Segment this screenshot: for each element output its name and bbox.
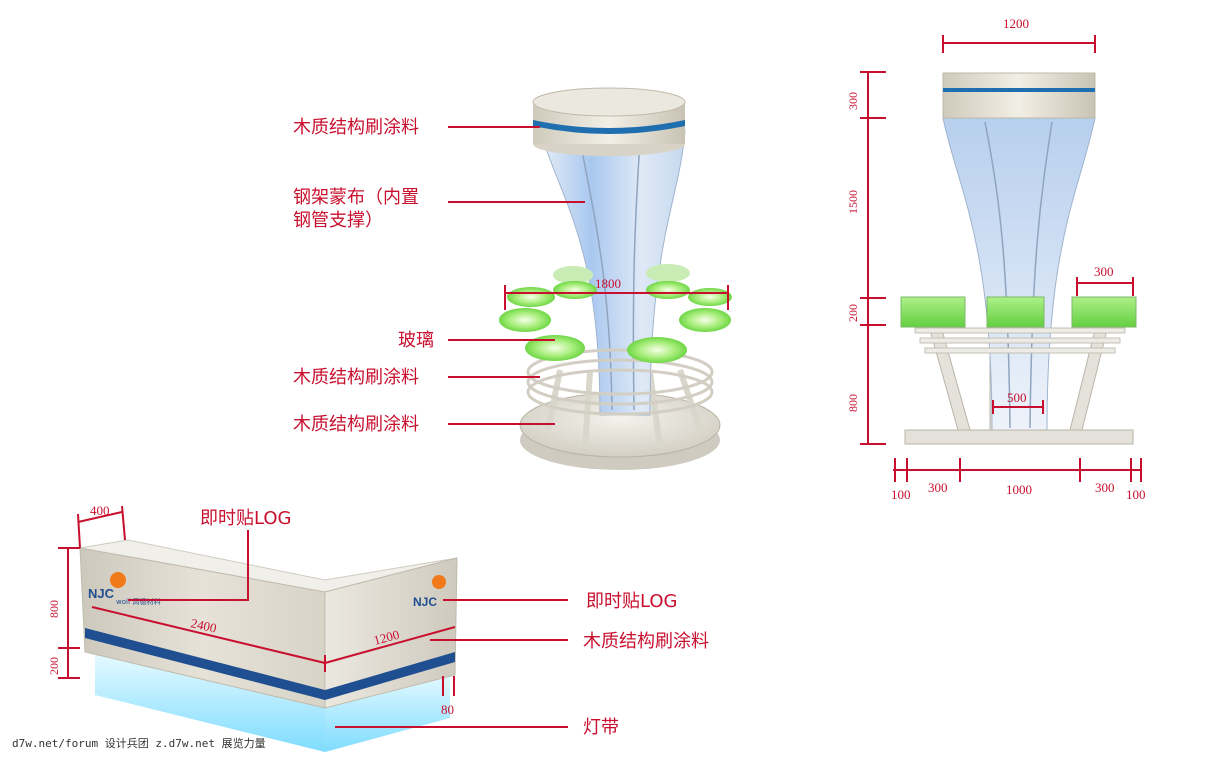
elevation-bottom-4: 300 xyxy=(1095,480,1115,495)
counter-length: 2400 xyxy=(189,615,218,635)
elevation-column-dimension xyxy=(992,400,1044,414)
callout-band-material: 木质结构刷涂料 xyxy=(583,631,709,652)
elevation-body xyxy=(942,117,1096,431)
logo-text: NJC xyxy=(88,586,115,601)
callout-base-material: 木质结构刷涂料 xyxy=(293,414,419,435)
counter-callouts: 即时贴LOG 即时贴LOG 木质结构刷涂料 灯带 xyxy=(128,508,709,738)
tower-rings xyxy=(526,348,714,416)
elevation-table-width: 300 xyxy=(1094,264,1114,279)
tower-legs xyxy=(545,369,703,449)
logo-sun-icon xyxy=(432,575,446,589)
elevation-leg-height: 800 xyxy=(846,394,860,412)
tower-callouts: 木质结构刷涂料 钢架蒙布（内置 钢管支撑） 玻璃 木质结构刷涂料 木质结构刷涂料 xyxy=(293,117,585,435)
counter-side-logo: NJC xyxy=(413,575,446,609)
counter-inset: 80 xyxy=(441,702,454,717)
tower-width-dimension xyxy=(504,285,729,310)
elevation-bottom-1: 100 xyxy=(891,487,911,502)
tower-elevation: 1200 300 1500 200 800 300 500 xyxy=(846,16,1146,502)
elevation-cap-height: 300 xyxy=(846,92,860,110)
tower-cap-top xyxy=(532,87,686,117)
elevation-bottom-3: 1000 xyxy=(1006,482,1032,497)
logo-text: NJC xyxy=(413,595,437,609)
elevation-table-height: 200 xyxy=(846,304,860,322)
elevation-base xyxy=(904,429,1134,445)
callout-logo-side: 即时贴LOG xyxy=(586,591,678,612)
callout-light-strip: 灯带 xyxy=(583,717,619,738)
counter-depth: 400 xyxy=(90,503,110,518)
elevation-column-width: 500 xyxy=(1007,390,1027,405)
elevation-top-width: 1200 xyxy=(1003,16,1029,31)
callout-glass: 玻璃 xyxy=(398,330,434,351)
elevation-ribs xyxy=(984,121,1053,429)
counter-height-lower: 200 xyxy=(47,657,61,675)
elevation-bottom-dimensions xyxy=(893,458,1142,482)
counter-front-band xyxy=(85,628,325,700)
elevation-top-dimension xyxy=(942,35,1096,53)
callout-body-line2: 钢管支撑） xyxy=(293,210,383,231)
watermark-text: d7w.net/forum 设计兵团 z.d7w.net 展览力量 xyxy=(12,736,266,750)
elevation-body-height: 1500 xyxy=(846,190,860,214)
tower-glass-tables xyxy=(499,264,732,363)
logo-subtext: wolf 高德材料 xyxy=(116,597,161,606)
logo-sun-icon xyxy=(110,572,126,588)
elevation-bottom-5: 100 xyxy=(1126,487,1146,502)
callout-logo-top: 即时贴LOG xyxy=(200,508,292,529)
elevation-glass-tables xyxy=(900,296,1137,328)
tower-width-value: 1800 xyxy=(595,276,621,291)
tower-perspective: 1800 xyxy=(499,87,732,470)
callout-cap-material: 木质结构刷涂料 xyxy=(293,117,419,138)
tower-cap-band xyxy=(533,120,685,134)
counter-side-band xyxy=(325,652,455,700)
elevation-cap-band xyxy=(943,88,1095,92)
counter-light-strip-front xyxy=(95,650,325,752)
counter-side-length: 1200 xyxy=(372,627,401,648)
callout-ring-material: 木质结构刷涂料 xyxy=(293,367,419,388)
counter-dimensions xyxy=(58,505,456,696)
elevation-vertical-dimensions xyxy=(860,71,886,445)
counter-light-strip-side xyxy=(325,670,450,752)
callout-body-line1: 钢架蒙布（内置 xyxy=(293,187,419,208)
reception-counter: NJC wolf 高德材料 NJC 400 800 200 2400 1200 … xyxy=(47,503,458,752)
counter-front-logo: NJC wolf 高德材料 xyxy=(88,572,161,606)
elevation-rails xyxy=(914,327,1126,354)
counter-height-upper: 800 xyxy=(47,600,61,618)
tower-ribs xyxy=(579,139,641,411)
elevation-cap xyxy=(942,72,1096,119)
elevation-table-dimension xyxy=(1076,277,1134,296)
elevation-bottom-2: 300 xyxy=(928,480,948,495)
